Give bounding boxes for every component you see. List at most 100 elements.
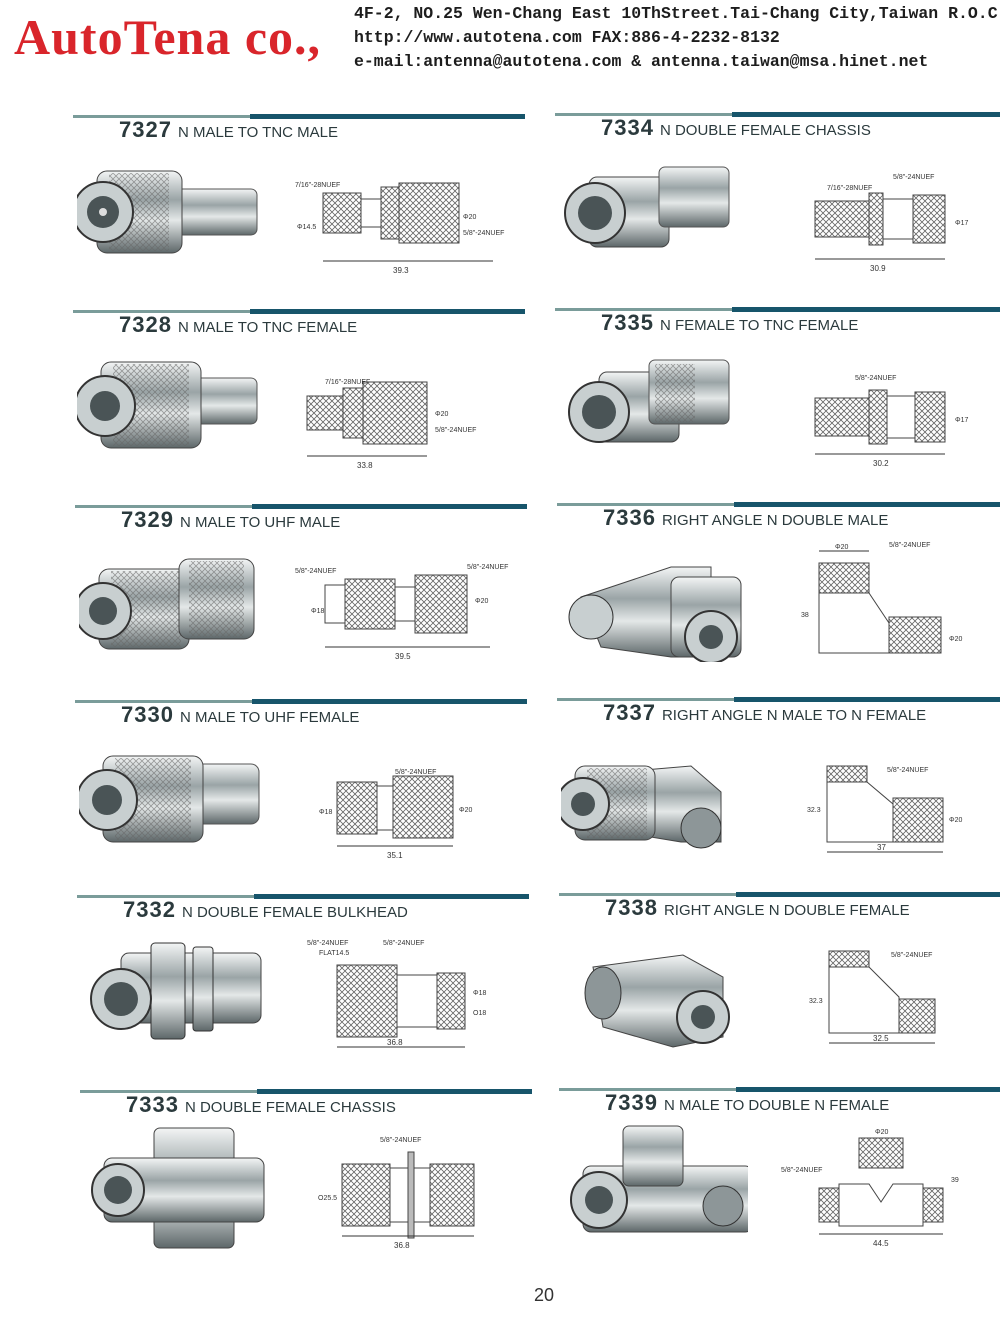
technical-drawing: 33.8 7/16"-28NUEF Φ20 5/8"-24NUEF bbox=[306, 379, 476, 469]
dim-diameter-1: Φ17 bbox=[955, 220, 968, 227]
dim-length: 33.8 bbox=[357, 461, 373, 469]
dim-length: 30.2 bbox=[873, 459, 889, 467]
dim-diameter-1: Φ14.5 bbox=[297, 224, 316, 231]
product-photo bbox=[564, 166, 730, 248]
dim-thread-1: 5/8"-24NUEF bbox=[855, 375, 896, 382]
product-code: 7334 bbox=[601, 115, 654, 140]
dim-thread-1: 5/8"-24NUEF bbox=[307, 940, 348, 947]
section-divider bbox=[73, 114, 525, 119]
company-email: e-mail:antenna@autotena.com & antenna.ta… bbox=[354, 52, 929, 71]
technical-drawing: 44.5 Φ20 39 5/8"-24NUEF bbox=[781, 1129, 959, 1247]
product-7336: 7336 RIGHT ANGLE N DOUBLE MALE Φ20 5/8"-2… bbox=[557, 502, 1000, 693]
dim-thread-1: 5/8"-24NUEF bbox=[380, 1137, 421, 1144]
dim-diameter-1: Φ18 bbox=[319, 809, 332, 816]
product-photo bbox=[79, 755, 260, 843]
product-7328: 7328 N MALE TO TNC FEMALE 33.8 7/16"-28NU… bbox=[73, 309, 525, 500]
dim-length: 32.5 bbox=[873, 1034, 889, 1043]
section-divider bbox=[75, 699, 527, 704]
product-code: 7337 bbox=[603, 700, 656, 725]
dim-diameter-1: Φ18 bbox=[311, 608, 324, 615]
dim-thread-2: 5/8"-24NUEF bbox=[463, 230, 504, 237]
company-address: 4F-2, NO.25 Wen-Chang East 10ThStreet.Ta… bbox=[354, 4, 1000, 23]
product-name: N MALE TO TNC FEMALE bbox=[177, 319, 358, 336]
product-name: N FEMALE TO TNC FEMALE bbox=[659, 317, 859, 334]
dim-thread-2: 7/16"-28NUEF bbox=[827, 185, 872, 192]
product-name: RIGHT ANGLE N DOUBLE MALE bbox=[661, 512, 889, 529]
product-code: 7338 bbox=[605, 895, 658, 920]
dim-thread-2: 5/8"-24NUEF bbox=[467, 564, 508, 571]
technical-drawing: 30.9 5/8"-24NUEF 7/16"-28NUEF Φ17 bbox=[814, 174, 968, 272]
product-photo bbox=[561, 765, 722, 849]
product-name: N MALE TO DOUBLE N FEMALE bbox=[663, 1097, 890, 1114]
dim-diameter-1: Φ18 bbox=[473, 990, 486, 997]
product-code: 7330 bbox=[121, 702, 174, 727]
product-name: N MALE TO TNC MALE bbox=[177, 124, 338, 141]
dim-length: 39.5 bbox=[395, 652, 411, 661]
product-name: N MALE TO UHF FEMALE bbox=[179, 709, 360, 726]
product-photo bbox=[90, 942, 262, 1040]
dim-diameter-1: Φ20 bbox=[875, 1129, 888, 1136]
dim-thread-1: 5/8"-24NUEF bbox=[889, 542, 930, 549]
product-photo bbox=[79, 558, 255, 650]
dim-length: 37 bbox=[877, 843, 886, 852]
section-divider bbox=[555, 307, 1000, 312]
product-7330: 7330 N MALE TO UHF FEMALE 35.1 5/8"-24NUE… bbox=[75, 699, 527, 890]
section-divider bbox=[557, 697, 1000, 702]
product-name: RIGHT ANGLE N MALE TO N FEMALE bbox=[661, 707, 927, 724]
technical-drawing: 32.5 5/8"-24NUEF 32.3 bbox=[809, 950, 936, 1044]
product-photo bbox=[77, 361, 258, 449]
dim-thread-1: 5/8"-24NUEF bbox=[295, 568, 336, 575]
product-photo bbox=[570, 1125, 748, 1233]
technical-drawing: 35.1 5/8"-24NUEF Φ18 Φ20 bbox=[319, 769, 472, 859]
section-divider bbox=[555, 112, 1000, 117]
dim-length: 30.9 bbox=[870, 264, 886, 272]
product-7334: 7334 N DOUBLE FEMALE CHASSIS 30.9 5/8"-24… bbox=[555, 112, 1000, 303]
product-photo bbox=[584, 954, 730, 1048]
dim-flat: FLAT14.5 bbox=[319, 950, 349, 957]
dim-diameter-2: Φ20 bbox=[949, 636, 962, 643]
dim-diameter-2: Φ20 bbox=[459, 807, 472, 814]
product-code: 7336 bbox=[603, 505, 656, 530]
product-code: 7329 bbox=[121, 507, 174, 532]
product-code: 7333 bbox=[126, 1092, 179, 1117]
dim-diameter-1: Ο25.5 bbox=[318, 1195, 337, 1202]
product-7337: 7337 RIGHT ANGLE N MALE TO N FEMALE 37 5/… bbox=[557, 697, 1000, 888]
dim-diameter-2: Φ20 bbox=[475, 598, 488, 605]
page-number: 20 bbox=[534, 1285, 555, 1305]
technical-drawing: 36.8 5/8"-24NUEF 5/8"-24NUEF FLAT14.5 Φ1… bbox=[307, 940, 486, 1048]
section-divider bbox=[80, 1089, 532, 1094]
dim-thread-1: 5/8"-24NUEF bbox=[395, 769, 436, 776]
dim-height: 39 bbox=[951, 1177, 959, 1184]
product-code: 7328 bbox=[119, 312, 172, 337]
dim-diameter-1: Φ20 bbox=[949, 817, 962, 824]
section-divider bbox=[73, 309, 525, 314]
dim-height: 32.3 bbox=[809, 998, 823, 1005]
dim-thread-1: 5/8"-24NUEF bbox=[893, 174, 934, 181]
product-photo bbox=[568, 566, 742, 662]
product-code: 7327 bbox=[119, 117, 172, 142]
dim-height: 32.3 bbox=[807, 807, 821, 814]
section-divider bbox=[77, 894, 529, 899]
dim-length: 39.3 bbox=[393, 266, 409, 274]
product-7327: 7327 N MALE TO TNC MALE 39.3 7/16"-28NUEF… bbox=[73, 114, 525, 305]
product-name: N MALE TO UHF MALE bbox=[179, 514, 341, 531]
dim-height: 38 bbox=[801, 612, 809, 619]
product-photo bbox=[77, 170, 258, 254]
dim-length: 36.8 bbox=[387, 1038, 403, 1047]
technical-drawing: 36.8 5/8"-24NUEF Ο25.5 bbox=[318, 1137, 475, 1249]
product-code: 7339 bbox=[605, 1090, 658, 1115]
dim-thread-1: 5/8"-24NUEF bbox=[887, 767, 928, 774]
technical-drawing: Φ20 5/8"-24NUEF 38 Φ20 bbox=[801, 542, 962, 654]
dim-length: 44.5 bbox=[873, 1239, 889, 1247]
product-7339: 7339 N MALE TO DOUBLE N FEMALE 44.5 Φ20 3… bbox=[559, 1087, 1000, 1278]
section-divider bbox=[559, 892, 1000, 897]
product-name: N DOUBLE FEMALE CHASSIS bbox=[659, 122, 871, 139]
company-web-fax: http://www.autotena.com FAX:886-4-2232-8… bbox=[354, 28, 780, 47]
technical-drawing: 37 5/8"-24NUEF 32.3 Φ20 bbox=[807, 765, 962, 853]
dim-thread-1: 7/16"-28NUEF bbox=[295, 182, 340, 189]
dim-length: 35.1 bbox=[387, 851, 403, 859]
